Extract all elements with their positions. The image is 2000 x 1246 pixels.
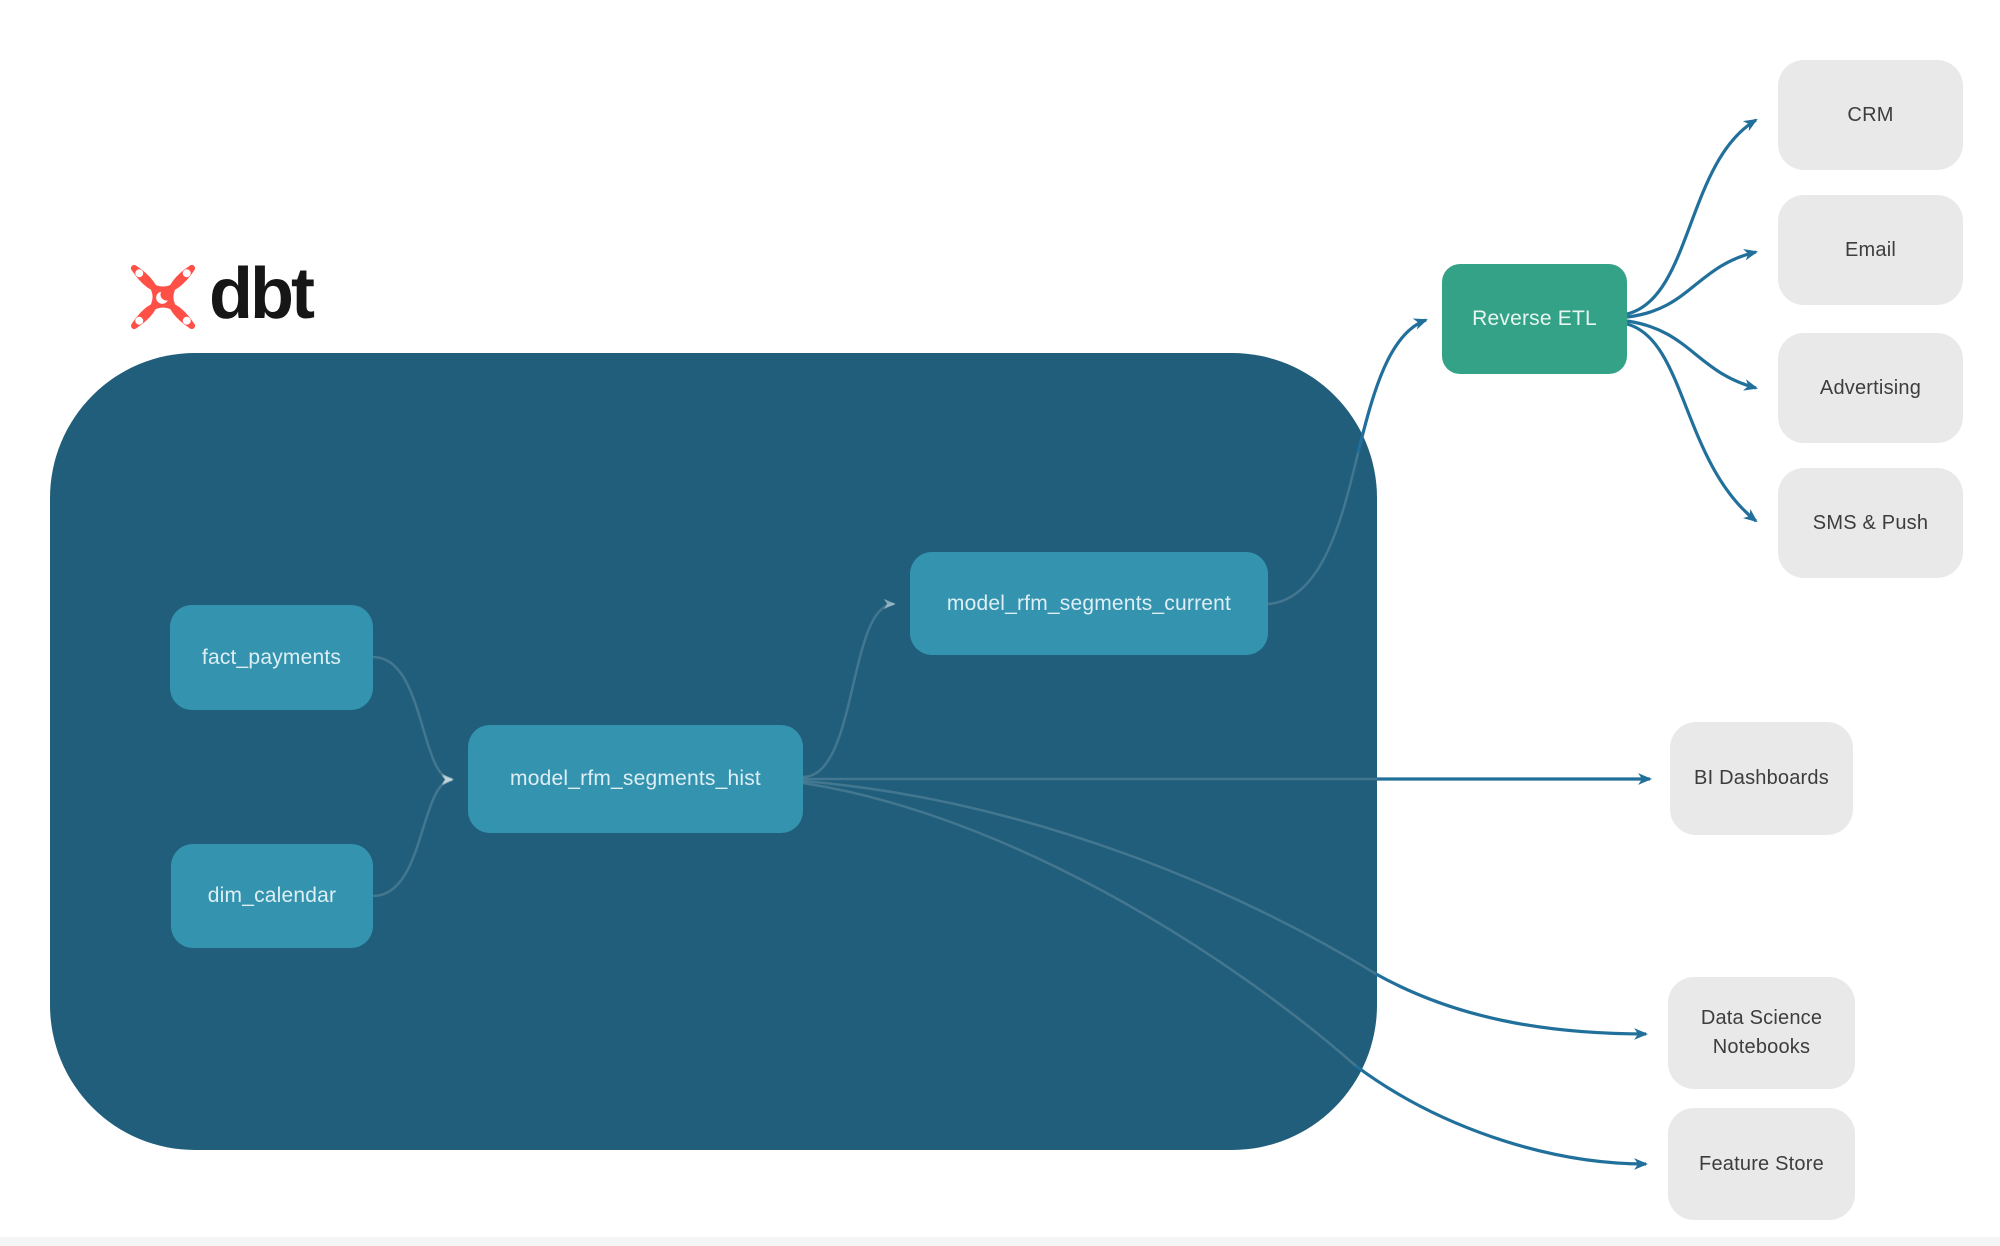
edge-hist-to-data-science — [1375, 972, 1649, 1040]
node-model-rfm-segments-hist: model_rfm_segments_hist — [468, 725, 803, 833]
node-sms-push: SMS & Push — [1778, 468, 1963, 578]
edge-hist-to-fs-inner — [802, 781, 1357, 1067]
edge-etl-to-sms-push — [1626, 322, 1758, 523]
edge-etl-to-email — [1626, 248, 1759, 319]
edge-etl-to-crm — [1626, 118, 1758, 316]
edge-hist-to-ds-inner — [802, 779, 1377, 976]
node-dim-calendar: dim_calendar — [171, 844, 373, 948]
node-feature-store: Feature Store — [1668, 1108, 1855, 1220]
bottom-divider — [0, 1237, 2000, 1246]
edge-fact-payments-to-hist — [372, 655, 454, 785]
node-label: CRM — [1847, 103, 1894, 126]
edge-etl-to-advertising — [1626, 319, 1759, 391]
node-bi-dashboards: BI Dashboards — [1670, 722, 1853, 835]
dbt-logo-icon — [127, 261, 199, 333]
node-label: model_rfm_segments_current — [946, 591, 1232, 615]
node-label: BI Dashboards — [1694, 767, 1829, 789]
node-reverse-etl: Reverse ETL — [1442, 264, 1627, 374]
edge-current-to-etl-inner — [1267, 452, 1360, 606]
edge-current-to-reverse-etl — [1356, 318, 1428, 454]
node-data-science-notebooks: Data Science Notebooks — [1668, 977, 1855, 1089]
node-label: model_rfm_segments_hist — [510, 767, 761, 790]
node-fact-payments: fact_payments — [170, 605, 373, 710]
dbt-logo-text: dbt — [209, 254, 315, 334]
node-label: Advertising — [1819, 376, 1922, 399]
edge-hist-to-current — [802, 598, 896, 779]
node-crm: CRM — [1778, 60, 1963, 170]
node-label: dim_calendar — [207, 884, 337, 907]
edge-hist-to-feature-store — [1355, 1064, 1649, 1170]
node-advertising: Advertising — [1778, 333, 1963, 443]
node-model-rfm-segments-current: model_rfm_segments_current — [910, 552, 1268, 655]
node-label: Email — [1844, 238, 1896, 261]
edge-dim-calendar-to-hist — [372, 775, 454, 898]
node-label: Reverse ETL — [1472, 307, 1597, 330]
node-label: Data Science Notebooks — [1700, 1007, 1823, 1058]
node-email: Email — [1778, 195, 1963, 305]
dbt-logo: dbt — [127, 254, 315, 336]
node-label: Feature Store — [1699, 1152, 1824, 1175]
node-label: SMS & Push — [1812, 511, 1929, 534]
node-label: fact_payments — [201, 645, 342, 669]
